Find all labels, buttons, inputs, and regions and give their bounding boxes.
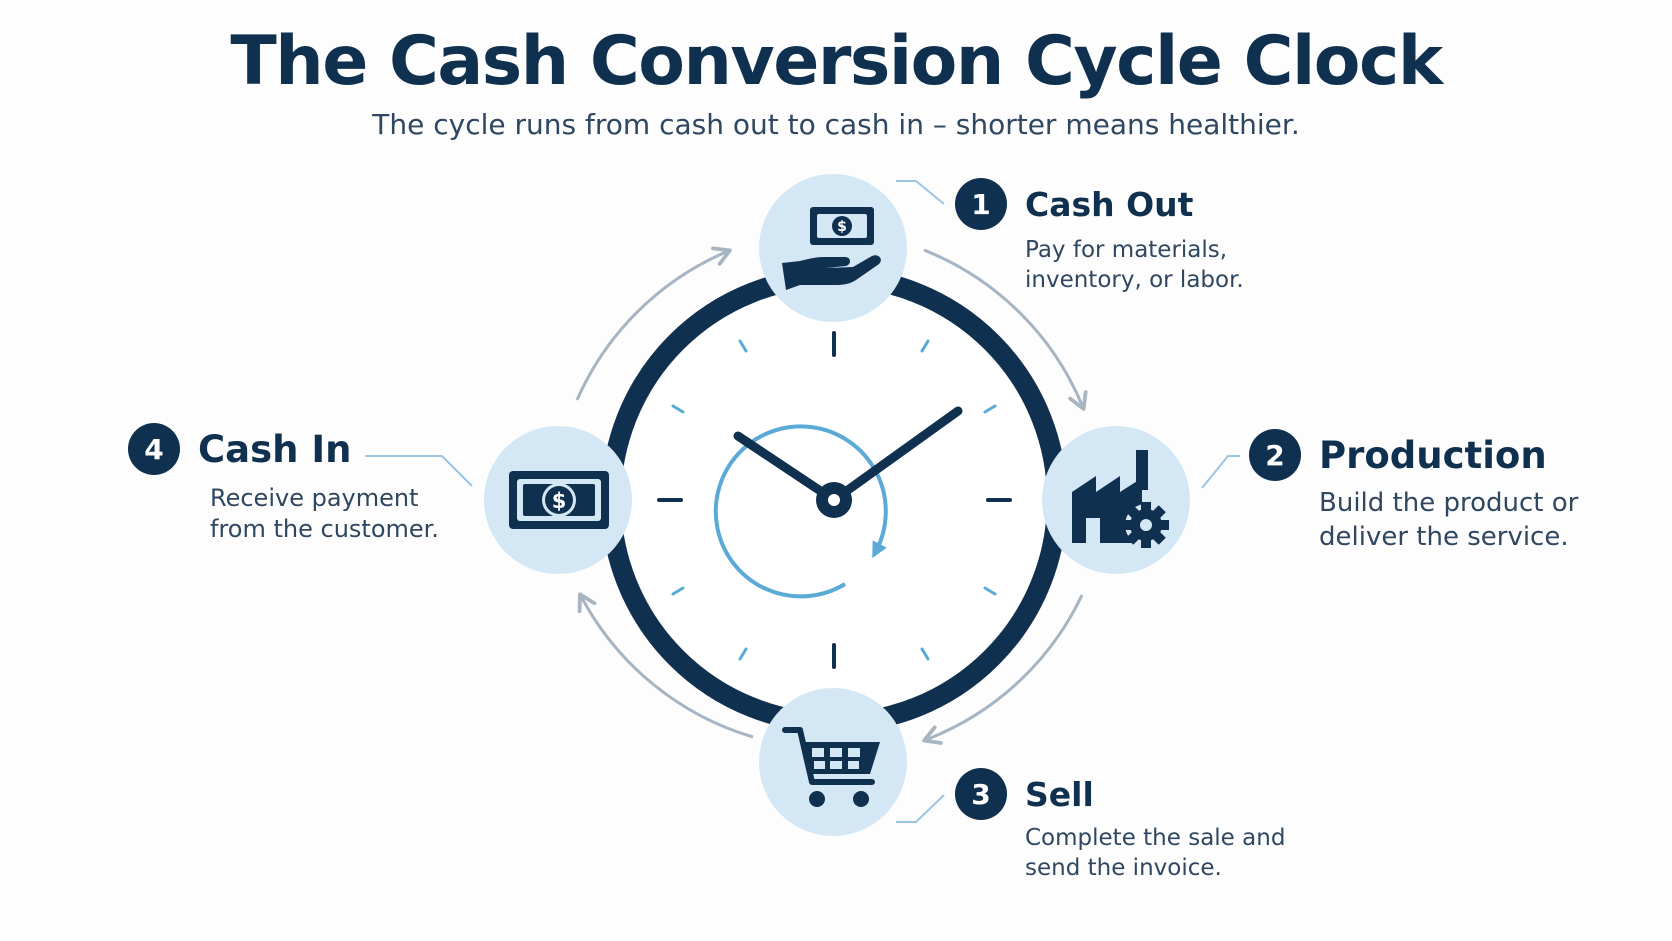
dollar-bill-icon: $ <box>509 471 609 529</box>
connector-step3 <box>896 794 945 823</box>
cash-hand-icon: $ <box>782 207 881 290</box>
step-number-badge: 1 <box>955 178 1007 230</box>
clock-ticks <box>657 331 1012 669</box>
cycle-arrow-3-to-4 <box>577 592 754 739</box>
connector-step1 <box>896 180 945 205</box>
connector-step2 <box>1201 455 1240 489</box>
inner-cycle-arrow <box>713 424 888 599</box>
factory-gear-icon <box>1072 450 1169 548</box>
step-description-line: from the customer. <box>210 515 439 544</box>
tick-7 <box>738 647 748 661</box>
step-title: Sell <box>1025 774 1094 814</box>
svg-text:$: $ <box>837 219 847 235</box>
tick-2 <box>983 404 997 414</box>
tick-11 <box>738 339 748 353</box>
step-cash-in: 4 Cash In Receive payment from the custo… <box>128 423 439 545</box>
step-description-line: Receive payment <box>210 484 419 512</box>
tick-8 <box>671 586 685 596</box>
step-description: Receive payment from the customer. <box>210 483 439 545</box>
step-description-line: Pay for materials, <box>1025 237 1228 263</box>
clock-hour-hand <box>733 431 839 505</box>
step-title: Cash Out <box>1025 184 1194 224</box>
step-description-line: Complete the sale and <box>1025 825 1286 851</box>
step-description: Build the product or deliver the service… <box>1319 487 1578 555</box>
cycle-arrow-2-to-3 <box>922 594 1084 745</box>
tick-10 <box>671 404 685 414</box>
connector-step4 <box>365 455 473 487</box>
svg-text:$: $ <box>552 489 567 513</box>
step-number-badge: 4 <box>128 423 180 475</box>
step-production: 2 Production Build the product or delive… <box>1249 429 1578 555</box>
step-description-line: deliver the service. <box>1319 521 1569 552</box>
step-cash-out: 1 Cash Out Pay for materials, inventory,… <box>955 178 1244 296</box>
step-number-badge: 3 <box>955 768 1007 820</box>
cycle-arrow-1-to-2 <box>923 248 1088 411</box>
step-title: Cash In <box>198 427 352 471</box>
icon-circle-cash-out <box>759 174 907 322</box>
step-sell: 3 Sell Complete the sale and send the in… <box>955 768 1285 884</box>
cycle-arrow-4-to-1 <box>575 246 732 401</box>
step-description: Pay for materials, inventory, or labor. <box>1025 236 1244 296</box>
shopping-cart-icon <box>782 727 880 807</box>
page-subtitle: The cycle runs from cash out to cash in … <box>372 108 1300 141</box>
clock-minute-hand <box>829 406 963 505</box>
step-description-line: inventory, or labor. <box>1025 266 1244 293</box>
tick-1 <box>920 339 930 353</box>
step-title: Production <box>1319 433 1547 477</box>
step-description-line: send the invoice. <box>1025 854 1222 881</box>
tick-4 <box>983 586 997 596</box>
page-title: The Cash Conversion Cycle Clock <box>230 22 1443 101</box>
clock-center-dot <box>828 494 840 506</box>
step-description: Complete the sale and send the invoice. <box>1025 824 1285 884</box>
tick-5 <box>920 647 930 661</box>
step-description-line: Build the product or <box>1319 488 1579 518</box>
step-number-badge: 2 <box>1249 429 1301 481</box>
